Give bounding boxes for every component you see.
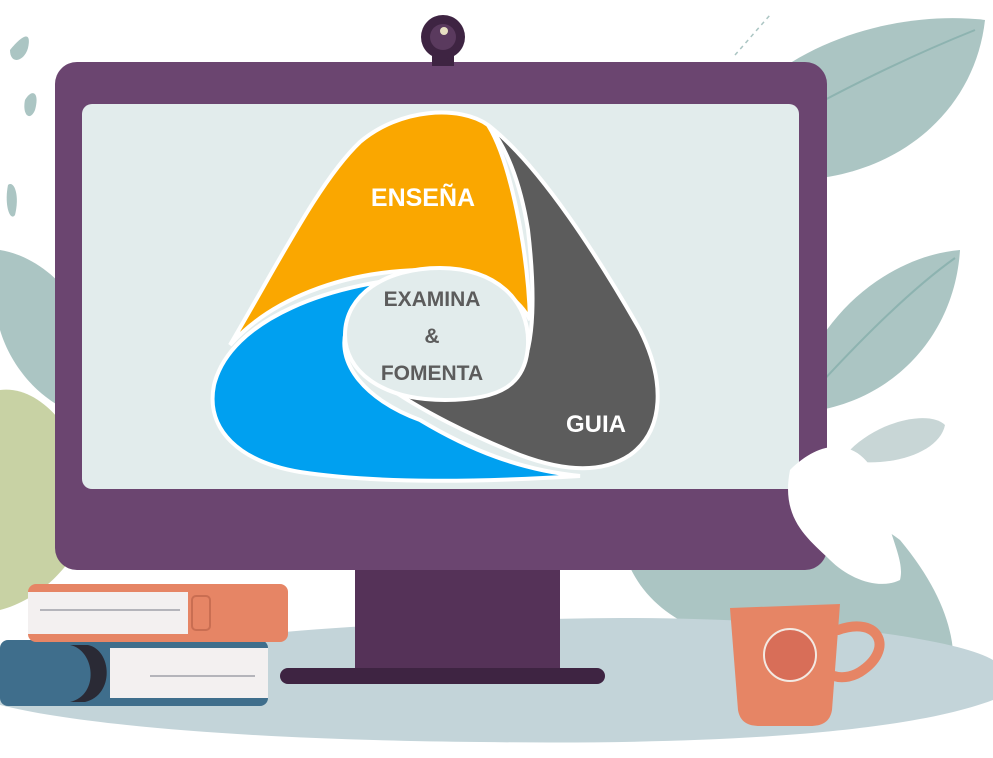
drop-2 (24, 93, 37, 117)
center-label-line2: & (424, 325, 439, 348)
segment-label-right: GUIA (566, 411, 626, 438)
segment-label-top: ENSEÑA (371, 182, 475, 212)
book-top-band (191, 595, 211, 631)
monitor-base (280, 668, 605, 684)
leaf-vein-right (809, 257, 956, 396)
books (0, 584, 288, 706)
mug-handle (829, 621, 885, 683)
splash-blob (788, 446, 901, 584)
leaf-small-blob (850, 418, 945, 463)
coffee-mug (730, 604, 885, 726)
center-core (342, 265, 531, 403)
center-label-line1: EXAMINA (384, 288, 481, 311)
segment-right (383, 123, 660, 471)
leaf-right (800, 250, 960, 410)
drop-3 (6, 184, 17, 217)
book-top-pages (28, 592, 188, 634)
monitor-stand (355, 555, 560, 673)
webcam-icon (421, 15, 465, 66)
cycle-diagram: ENSEÑA GUIA EXAMINA & FOMENTA (210, 110, 660, 483)
segment-top (228, 110, 532, 347)
mug-emblem (763, 628, 817, 682)
center-label-line3: FOMENTA (381, 362, 483, 385)
dashed-line (734, 14, 771, 56)
book-bottom-pages (110, 648, 268, 698)
drop-1 (10, 36, 29, 60)
book-bottom-spine (70, 645, 107, 702)
